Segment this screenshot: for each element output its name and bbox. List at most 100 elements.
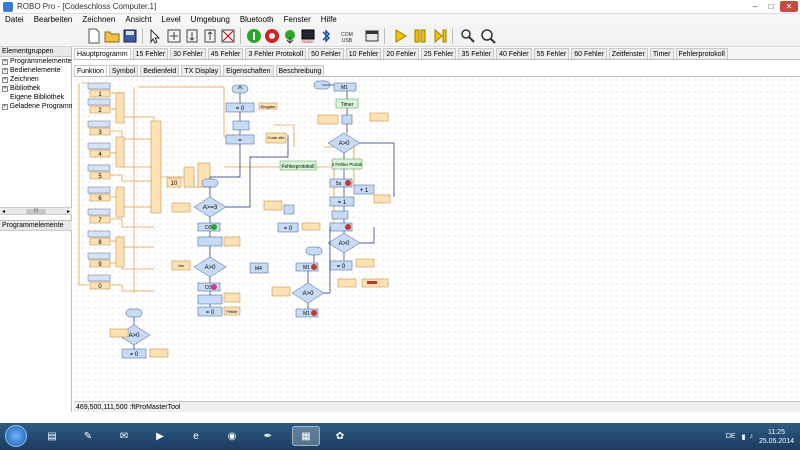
tree-scrollbar[interactable]: ◂ III ▸ <box>0 207 72 215</box>
network-icon[interactable]: ▮ <box>741 433 746 441</box>
input-block-2[interactable]: 2 <box>87 98 111 114</box>
menu-ansicht[interactable]: Ansicht <box>125 15 152 24</box>
menu-fenster[interactable]: Fenster <box>283 15 311 24</box>
pause-icon[interactable] <box>412 28 428 44</box>
robo-pro-task-icon[interactable]: ▦ <box>292 426 320 446</box>
menu-hilfe[interactable]: Hilfe <box>320 15 337 24</box>
menu-umgebung[interactable]: Umgebung <box>190 15 230 24</box>
stop-icon[interactable] <box>264 28 280 44</box>
tree-item-geladene-programme[interactable]: +Geladene Programme <box>0 102 72 111</box>
input-block-4[interactable]: 4 <box>87 142 111 158</box>
expand-icon[interactable]: + <box>2 67 8 74</box>
minimize-button[interactable]: – <box>752 2 758 11</box>
svg-text:=: = <box>238 138 242 144</box>
pointer-icon[interactable] <box>148 28 164 44</box>
volume-icon[interactable]: ♪ <box>749 433 753 440</box>
menu-level[interactable]: Level <box>161 15 181 24</box>
input-block-5[interactable]: 5 <box>87 164 111 180</box>
input-block-8[interactable]: 8 <box>87 230 111 246</box>
menu-bluetooth[interactable]: Bluetooth <box>239 15 274 24</box>
start-button[interactable] <box>5 425 27 447</box>
tab-35-fehler[interactable]: 35 Fehler <box>458 48 495 59</box>
internet-explorer-icon[interactable]: e <box>193 430 199 442</box>
tree-item-programmelemente[interactable]: +Programmelemente <box>0 57 72 66</box>
tab-3-fehler-protokoll[interactable]: 3 Fehler Protokoll <box>245 48 307 59</box>
scroll-left-icon[interactable]: ◂ <box>2 208 6 215</box>
chrome-icon[interactable]: ◉ <box>227 430 237 442</box>
delete-icon[interactable] <box>220 28 236 44</box>
tab-beschreibung[interactable]: Beschreibung <box>275 65 325 76</box>
run-icon[interactable] <box>392 28 408 44</box>
save-icon[interactable] <box>122 28 138 44</box>
tab-eigenschaften[interactable]: Eigenschaften <box>223 65 274 76</box>
maximize-button[interactable]: □ <box>768 2 774 11</box>
menu-datei[interactable]: Datei <box>5 15 24 24</box>
tab-10-fehler[interactable]: 10 Fehler <box>345 48 382 59</box>
tab-symbol[interactable]: Symbol <box>108 65 139 76</box>
thunderbird-icon[interactable]: ✉ <box>119 430 129 442</box>
media-player-icon[interactable]: ▶ <box>156 430 164 442</box>
input-label: 1 <box>98 92 102 98</box>
tab-20-fehler[interactable]: 20 Fehler <box>383 48 419 59</box>
input-block-7[interactable]: 7 <box>87 208 111 224</box>
expand-icon[interactable]: + <box>2 76 8 83</box>
decision-a-ge-3[interactable]: A>=3 O3 A>0 Var O3 = 0 Fehler <box>171 178 241 317</box>
new-icon[interactable] <box>86 28 102 44</box>
tab-60-fehler[interactable]: 60 Fehler <box>571 48 607 59</box>
bluetooth-icon[interactable] <box>318 28 334 44</box>
input-block-1[interactable]: 1 <box>87 82 111 98</box>
tree-icon[interactable] <box>184 28 200 44</box>
input-block-3[interactable]: 3 <box>87 120 111 136</box>
expand-icon[interactable]: + <box>2 85 8 92</box>
start-icon[interactable] <box>246 28 262 44</box>
explorer-icon[interactable]: ▤ <box>47 430 57 442</box>
paint-icon[interactable]: ✿ <box>335 430 345 442</box>
expand-icon[interactable]: + <box>2 58 8 65</box>
input-block-9[interactable]: 9 <box>87 252 111 268</box>
open-icon[interactable] <box>104 28 120 44</box>
tab-55-fehler[interactable]: 55 Fehler <box>533 48 570 59</box>
zoom-out-icon[interactable] <box>460 28 476 44</box>
menu-zeichnen[interactable]: Zeichnen <box>82 15 116 24</box>
tab-funktion[interactable]: Funktion <box>74 65 107 76</box>
tab-zeitfenster[interactable]: Zeitfenster <box>608 48 648 59</box>
tree-down-icon[interactable] <box>202 28 218 44</box>
language-indicator[interactable]: DE <box>725 433 736 440</box>
fehlerprotokoll-label: Fehlerprotokoll <box>281 164 314 170</box>
input-block-0[interactable]: 0 <box>87 274 111 290</box>
tab-40-fehler[interactable]: 40 Fehler <box>496 48 532 59</box>
scroll-right-icon[interactable]: ▸ <box>66 208 70 215</box>
download-icon[interactable] <box>282 28 298 44</box>
zoom-in-icon[interactable] <box>480 28 496 44</box>
insert-icon[interactable] <box>166 28 182 44</box>
tree-item-bedienelemente[interactable]: +Bedienelemente <box>0 66 72 75</box>
tab-30-fehler[interactable]: 30 Fehler <box>170 48 206 59</box>
tree-item-eigene-bibliothek[interactable]: Eigene Bibliothek <box>0 93 72 102</box>
close-button[interactable]: ✕ <box>780 1 798 12</box>
expand-icon[interactable]: + <box>2 103 8 110</box>
tree-item-zeichnen[interactable]: +Zeichnen <box>0 75 72 84</box>
scroll-thumb[interactable]: III <box>26 208 46 214</box>
tab-tx-display[interactable]: TX Display <box>181 65 222 76</box>
tab-fehlerprotokoll[interactable]: Fehlerprotokoll <box>675 48 728 59</box>
panel-icon[interactable] <box>364 28 380 44</box>
menu-bearbeiten[interactable]: Bearbeiten <box>33 15 73 24</box>
tab-bedienfeld[interactable]: Bedienfeld <box>140 65 180 76</box>
robo-icon[interactable]: ROBO <box>300 28 316 44</box>
editor-icon[interactable]: ✒ <box>263 430 273 442</box>
tab-timer[interactable]: Timer <box>649 48 674 59</box>
tab-hauptprogramm[interactable]: Hauptprogramm <box>74 48 131 59</box>
clock-time: 11:25 <box>767 428 785 436</box>
tab-25-fehler[interactable]: 25 Fehler <box>420 48 457 59</box>
clock[interactable]: 11:25 25.05.2014 <box>759 428 794 446</box>
tab-50-fehler[interactable]: 50 Fehler <box>308 48 344 59</box>
step-icon[interactable] <box>432 28 448 44</box>
tab-45-fehler[interactable]: 45 Fehler <box>207 48 244 59</box>
tool-icon[interactable]: ✎ <box>83 430 93 442</box>
input-block-6[interactable]: 6 <box>87 186 111 202</box>
title-bar: ROBO Pro - [Codeschloss Computer.1] – □ … <box>0 0 800 14</box>
program-canvas[interactable]: 1 2 3 4 5 6 7 8 9 0 <box>74 77 800 401</box>
tab-15-fehler[interactable]: 15 Fehler <box>132 48 169 59</box>
tree-item-bibliothek[interactable]: +Bibliothek <box>0 84 72 93</box>
